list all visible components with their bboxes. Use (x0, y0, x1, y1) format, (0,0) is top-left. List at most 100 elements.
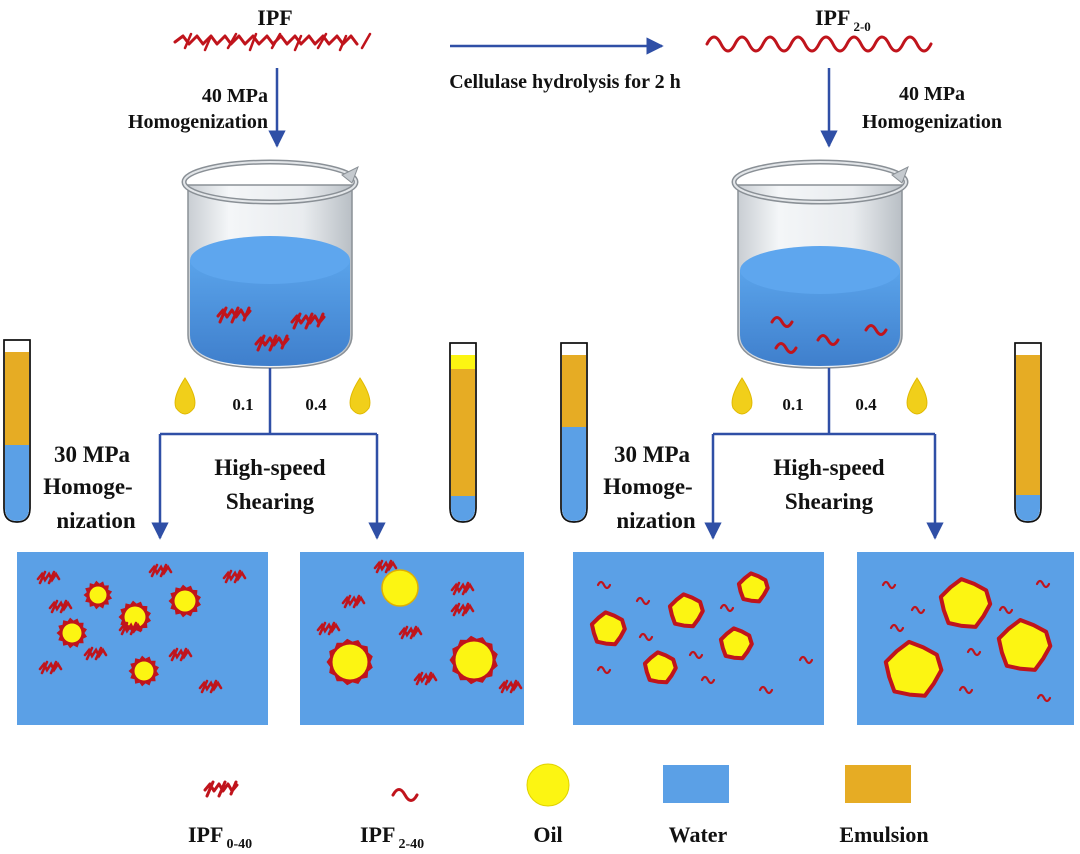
hydrolysis-label: Cellulase hydrolysis for 2 h (449, 71, 681, 93)
oil-droplet (89, 586, 107, 604)
legend-label-water: Water (669, 822, 728, 847)
short-fiber (700, 675, 716, 685)
short-fiber (638, 632, 654, 642)
coated-droplet (589, 610, 627, 647)
tangled-fiber (38, 660, 63, 675)
oil-droplet (455, 641, 493, 679)
panel-left-homogenization (17, 552, 268, 725)
tangled-fiber (118, 621, 143, 636)
right-homog-pressure: 30 MPa (614, 442, 691, 467)
short-fiber (889, 623, 905, 633)
legend-label-oil: Oil (533, 822, 562, 847)
tangled-fiber (148, 563, 173, 578)
short-fiber (998, 605, 1014, 615)
short-fiber-cluster (770, 316, 888, 354)
ipf-2-0-fiber (705, 35, 933, 53)
right-homog-line3: nization (616, 508, 695, 533)
coated-droplet (938, 577, 993, 629)
oil-drop-icon (906, 377, 928, 415)
test-tube-left-homog (3, 339, 31, 523)
tangled-fiber (198, 679, 223, 694)
left-homog-line3: nization (56, 508, 135, 533)
coated-droplet (996, 618, 1053, 672)
right-ratio-low: 0.1 (782, 395, 803, 414)
oil-drop-icon (174, 377, 196, 415)
ipf-raw-fiber (173, 32, 372, 52)
panel-left-shearing (300, 552, 524, 725)
right-shear-line1: High-speed (773, 455, 884, 480)
tangled-fiber (222, 569, 247, 584)
oil-drop-icon (349, 377, 371, 415)
tangled-fiber (83, 646, 108, 661)
coated-droplet (667, 592, 705, 629)
short-fiber (758, 685, 774, 695)
short-fiber (1035, 579, 1051, 589)
test-tube-right-shear (1014, 342, 1042, 523)
left-ratio-low: 0.1 (232, 395, 253, 414)
left-ratio-high: 0.4 (305, 395, 327, 414)
short-fiber (958, 685, 974, 695)
oil-droplet (174, 590, 196, 612)
oil-droplet (134, 661, 154, 681)
right-step-pressure: 40 MPa (899, 83, 965, 105)
short-fiber (910, 605, 926, 615)
tangled-fiber (413, 671, 438, 686)
tangled-fiber (498, 679, 523, 694)
right-shear-line2: Shearing (785, 489, 874, 514)
tangled-fiber (316, 621, 341, 636)
left-step-method: Homogenization (128, 111, 268, 133)
oil-droplet-icon (526, 763, 570, 807)
left-homog-pressure: 30 MPa (54, 442, 131, 467)
legend-label-emulsion: Emulsion (839, 822, 928, 847)
emulsion-swatch-icon (845, 765, 911, 803)
water-swatch-icon (663, 765, 729, 803)
short-fiber (596, 665, 612, 675)
tangled-fiber-cluster (216, 306, 326, 352)
short-fiber (966, 647, 982, 657)
right-beaker (731, 159, 909, 369)
right-homog-line2: Homoge- (603, 474, 692, 499)
short-fiber (596, 580, 612, 590)
short-fiber-icon (391, 788, 419, 802)
left-shear-line1: High-speed (214, 455, 325, 480)
left-homog-line2: Homoge- (43, 474, 132, 499)
tangled-fiber (373, 559, 398, 574)
ipf-label: IPF (257, 5, 292, 30)
short-fiber (719, 603, 735, 613)
tangled-fiber-icon (203, 780, 239, 798)
tangled-fiber (450, 581, 475, 596)
tangled-fiber (450, 602, 475, 617)
coated-droplet (718, 626, 754, 661)
coated-droplet (642, 650, 678, 685)
panel-right-homogenization (573, 552, 824, 725)
test-tube-left-shear (449, 342, 477, 523)
tangled-fiber (36, 570, 61, 585)
oil-droplet (124, 606, 146, 628)
short-fiber (1036, 693, 1052, 703)
short-fiber (635, 596, 651, 606)
tangled-fiber (168, 647, 193, 662)
tangled-fiber (48, 599, 73, 614)
tangled-fiber (398, 625, 423, 640)
oil-droplet (332, 644, 368, 680)
short-fiber (798, 655, 814, 665)
coated-droplet (883, 639, 944, 698)
tangled-fiber (341, 594, 366, 609)
panel-right-shearing (857, 552, 1074, 725)
left-step-pressure: 40 MPa (202, 85, 268, 107)
oil-droplet (62, 623, 82, 643)
coated-droplet (736, 571, 770, 604)
short-fiber (881, 580, 897, 590)
left-shear-line2: Shearing (226, 489, 315, 514)
bare-oil-droplet (381, 569, 419, 607)
short-fiber (688, 650, 704, 660)
oil-drop-icon (731, 377, 753, 415)
right-ratio-high: 0.4 (855, 395, 877, 414)
test-tube-right-homog (560, 342, 588, 523)
left-beaker (181, 159, 359, 369)
